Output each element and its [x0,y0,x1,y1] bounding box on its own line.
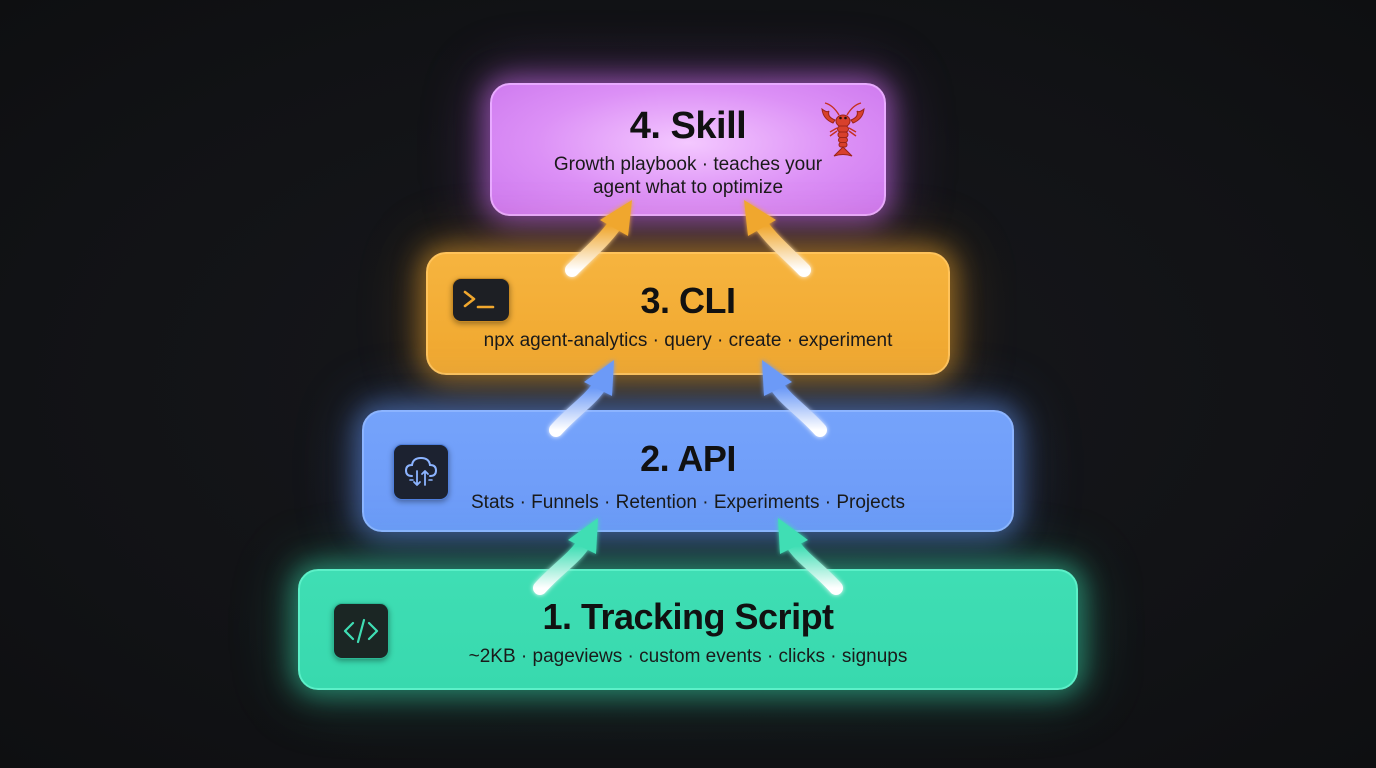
layer-skill-description: Growth playbook · teaches your agent wha… [553,154,823,198]
code-icon [333,603,389,659]
layer-skill: 4. Skill Growth playbook · teaches your … [490,83,886,216]
lobster-icon [821,102,865,157]
terminal-icon [452,278,510,322]
layer-api-description: Stats · Funnels · Retention · Experiment… [471,492,905,513]
layer-cli-title: 3. CLI [640,280,736,321]
layer-skill-title: 4. Skill [629,105,747,147]
layer-api-title: 2. API [640,438,736,479]
cloud-sync-icon [393,444,449,500]
code-brackets-glyph [343,618,379,644]
layer-api: 2. API Stats · Funnels · Retention · Exp… [362,410,1014,532]
layer-cli: 3. CLI npx agent-analytics · query · cre… [426,252,950,375]
layer-cli-description: npx agent-analytics · query · create · e… [483,330,893,351]
layer-tracking-description: ~2KB · pageviews · custom events · click… [468,646,908,667]
layer-tracking: 1. Tracking Script ~2KB · pageviews · cu… [298,569,1078,690]
terminal-prompt-glyph [463,290,495,309]
cloud-glyph [404,456,438,486]
layer-tracking-title: 1. Tracking Script [542,596,834,637]
